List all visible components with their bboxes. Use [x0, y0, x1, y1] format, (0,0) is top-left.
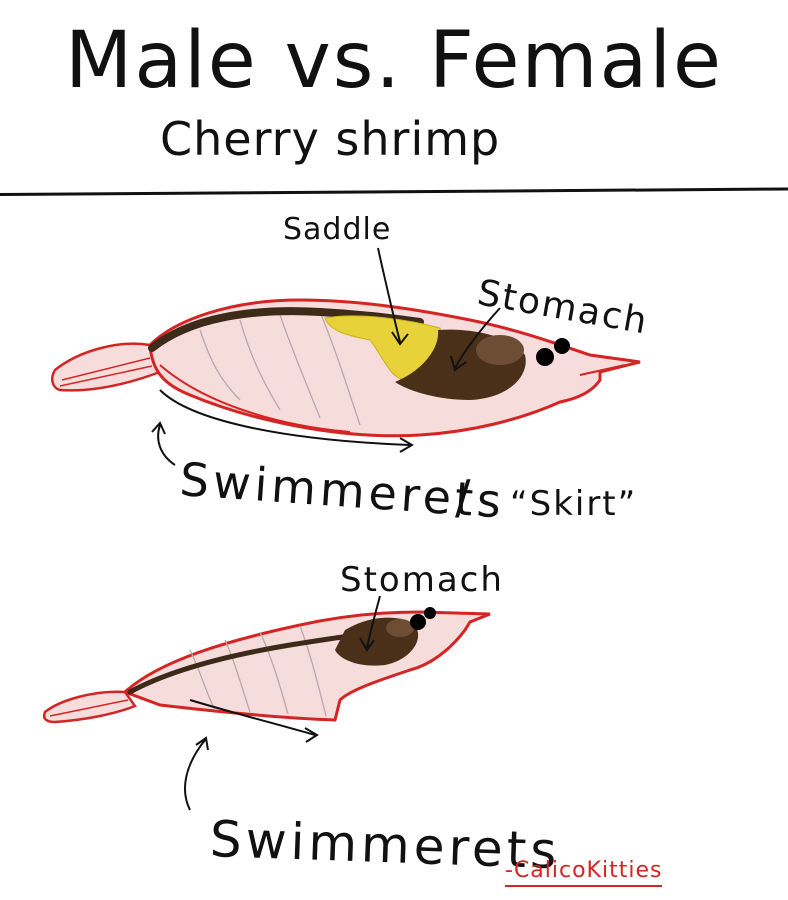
female-swimmerets-arrow-right [159, 389, 414, 453]
saddle-arrow [377, 247, 409, 346]
female-shrimp [51, 247, 641, 466]
male-shrimp [43, 595, 491, 811]
saddle-label: Saddle [283, 212, 392, 247]
slash-separator: / [455, 470, 471, 524]
male-stomach-label: Stomach [340, 560, 504, 600]
male-tail [43, 690, 137, 724]
male-swimmerets-arrow-up [184, 736, 209, 811]
page-subtitle: Cherry shrimp [160, 112, 501, 166]
male-dorsal-stripe [127, 633, 353, 695]
female-stomach-arrow [450, 307, 501, 372]
skirt-label: “Skirt” [510, 484, 638, 524]
female-tail [51, 342, 162, 392]
female-swimmerets-arrow-up [151, 421, 176, 466]
male-swimmerets-arrow-right [189, 699, 319, 743]
page-title: Male vs. Female [65, 16, 723, 106]
male-stomach-arrow [359, 595, 381, 652]
artist-credit: -CalicoKitties [505, 858, 663, 887]
male-body [122, 610, 491, 722]
